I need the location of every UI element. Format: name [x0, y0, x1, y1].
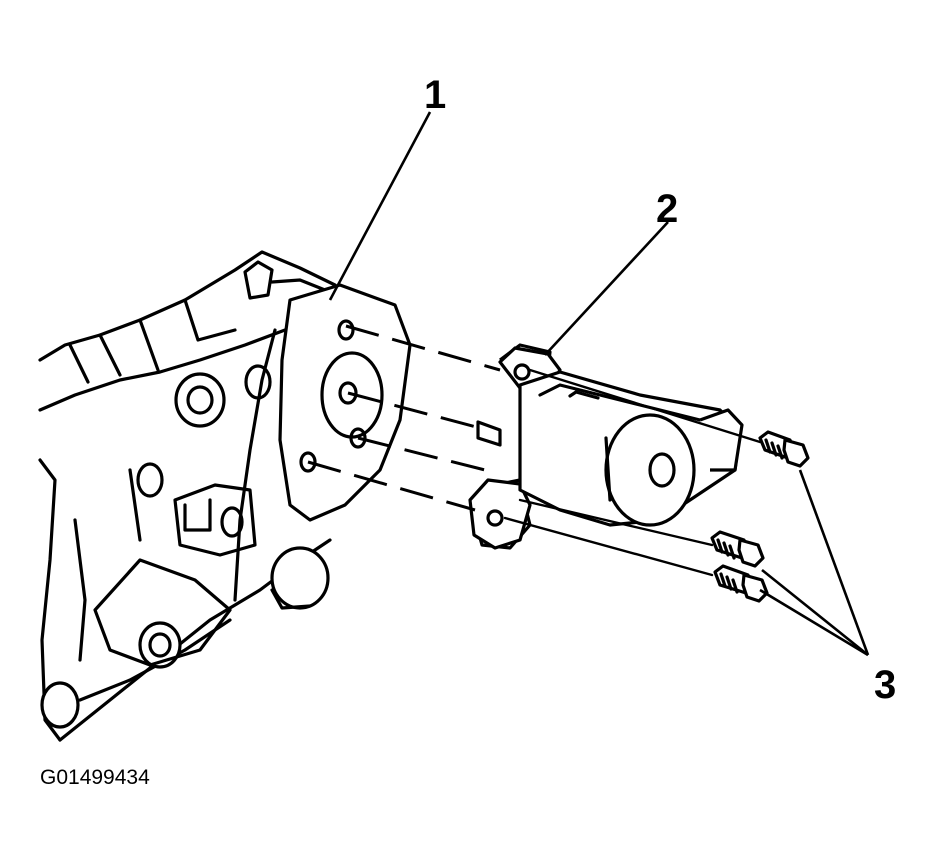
bolt-bottom: [713, 564, 769, 603]
callout-label-3: 3: [874, 663, 896, 707]
housing-casting: [38, 250, 412, 742]
callout-label-1: 1: [424, 73, 446, 117]
callout-label-2: 2: [656, 187, 678, 231]
figure-id: G01499434: [40, 766, 150, 789]
alignment-lines: [307, 324, 762, 577]
bolt-top: [758, 430, 810, 468]
solenoid-actuator: [468, 343, 744, 550]
bolt-middle: [710, 530, 765, 568]
callout-leaders: [328, 111, 870, 657]
